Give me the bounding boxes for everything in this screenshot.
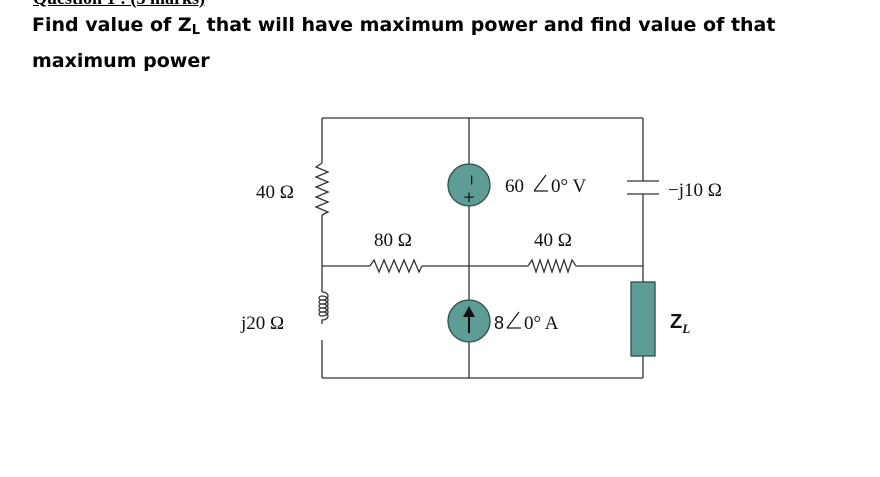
current-source — [447, 299, 491, 343]
svg-text:+: + — [463, 188, 476, 206]
label-capacitor: −j10 Ω — [668, 180, 722, 201]
load-impedance — [630, 281, 656, 357]
question-heading: Question 1 : (5 marks) — [33, 0, 205, 8]
label-r-mid-left: 80 Ω — [374, 230, 412, 251]
question-subscript: L — [191, 23, 200, 38]
svg-text:−: − — [463, 174, 481, 187]
label-v-angle: 0° V — [551, 176, 587, 197]
angle-symbol-i — [506, 311, 520, 329]
voltage-source: − + — [447, 163, 491, 207]
label-load-z: Z — [670, 311, 682, 333]
label-v-magnitude: 60 — [505, 176, 524, 197]
label-r-left: 40 Ω — [256, 182, 294, 203]
label-l-left: j20 Ω — [240, 313, 284, 334]
resistor-left — [314, 162, 330, 216]
resistor-mid-left — [369, 258, 423, 274]
label-load: ZL — [670, 311, 690, 336]
label-i-angle: 0° A — [524, 313, 559, 334]
circuit-wires — [321, 117, 644, 379]
capacitor — [627, 180, 659, 195]
inductor-left — [318, 291, 329, 324]
question-text: Find value of ZL that will have maximum … — [32, 10, 872, 77]
label-r-mid-right: 40 Ω — [534, 230, 572, 251]
resistor-mid-right — [527, 257, 577, 275]
label-load-sub: L — [681, 321, 690, 336]
question-part1: Find value of Z — [32, 14, 192, 36]
label-i-magnitude: 8 — [494, 313, 504, 333]
angle-symbol-v — [533, 174, 547, 192]
question-part2: that will have maximum power and find va… — [32, 14, 776, 72]
